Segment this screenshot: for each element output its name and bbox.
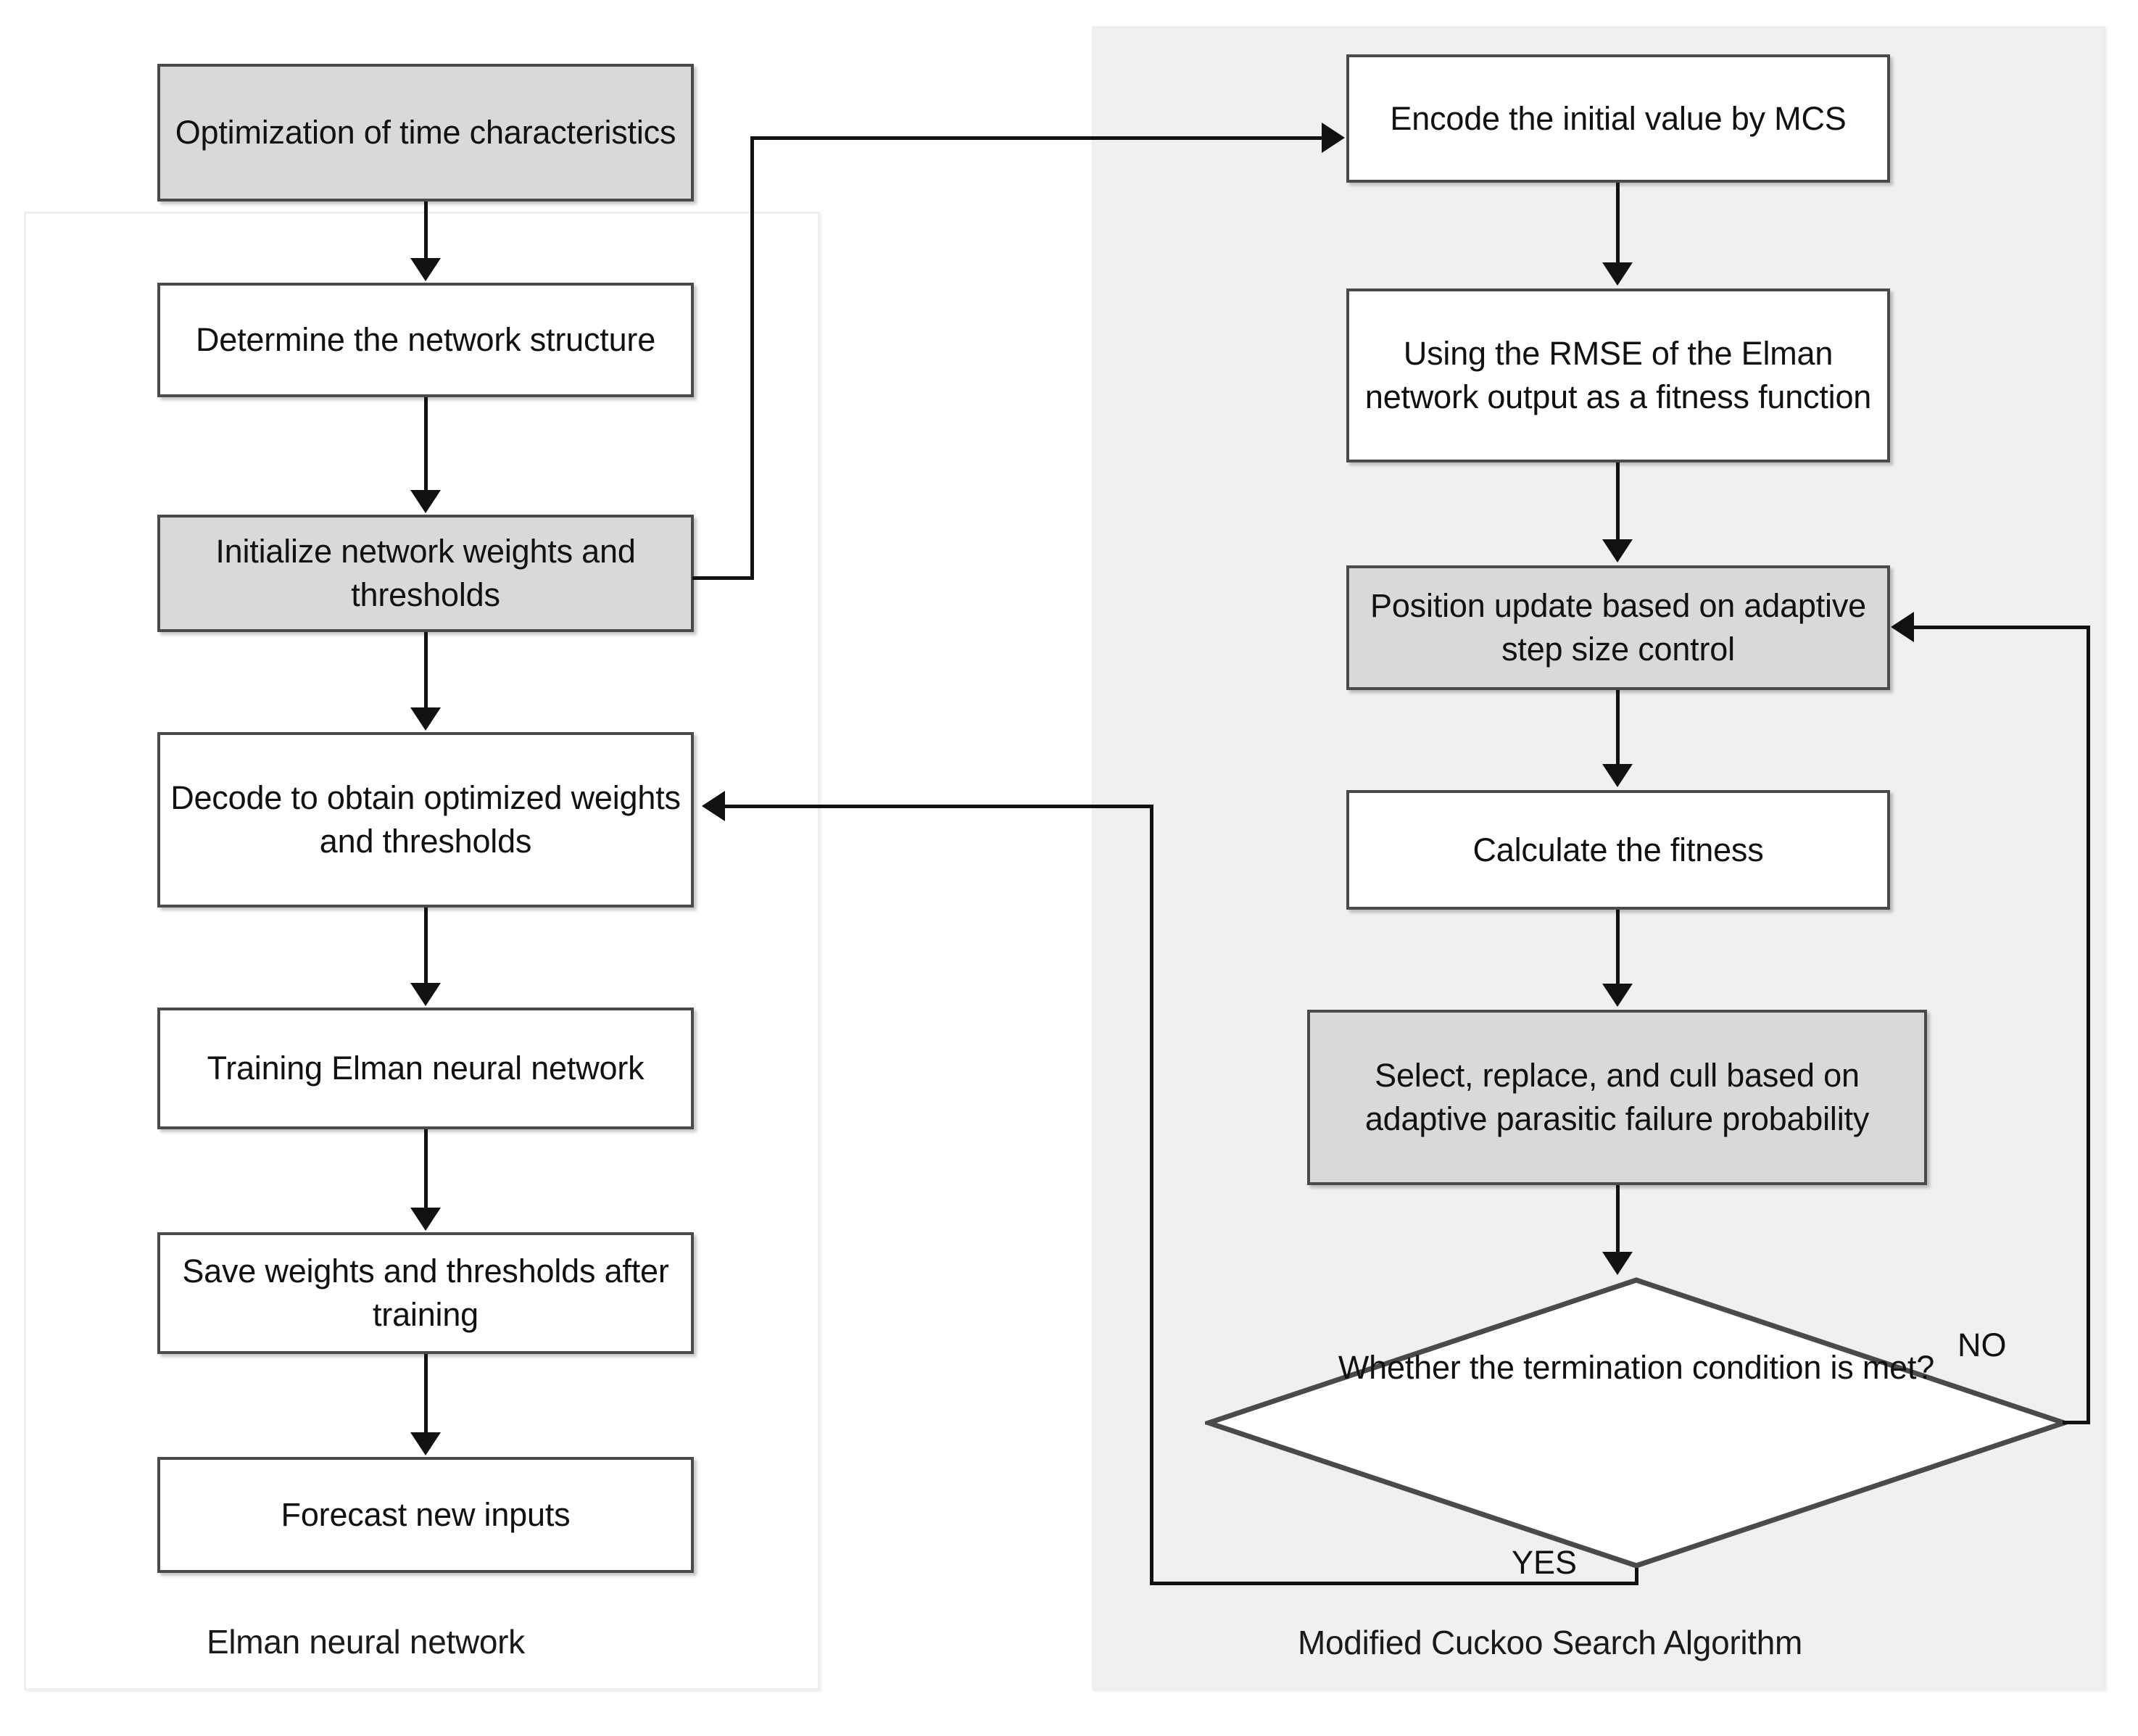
node-label: Using the RMSE of the Elman network outp… bbox=[1364, 335, 1872, 415]
node-position-update-adaptive-step-size[interactable]: Position update based on adaptive step s… bbox=[1346, 565, 1890, 690]
arrow-down-icon bbox=[410, 983, 441, 1006]
connector-line bbox=[750, 136, 1323, 140]
diamond-shape-icon bbox=[1205, 1277, 2068, 1569]
arrow-down-icon bbox=[1602, 984, 1633, 1007]
connector-line bbox=[750, 136, 754, 580]
node-decode-to-obtain-optimized-weights-and-thresholds[interactable]: Decode to obtain optimized weights and t… bbox=[157, 732, 694, 908]
node-select-replace-cull-adaptive-parasitic-failure-probability[interactable]: Select, replace, and cull based on adapt… bbox=[1307, 1010, 1927, 1185]
arrow-down-icon bbox=[1602, 262, 1633, 286]
arrow-right-icon bbox=[1322, 122, 1345, 153]
connector-line bbox=[1616, 690, 1620, 765]
arrow-down-icon bbox=[1602, 539, 1633, 562]
node-label: Optimization of time characteristics bbox=[175, 114, 676, 151]
node-forecast-new-inputs[interactable]: Forecast new inputs bbox=[157, 1457, 694, 1573]
connector-line bbox=[424, 1354, 428, 1434]
arrow-down-icon bbox=[1602, 1252, 1633, 1275]
node-whether-termination-condition-is-met[interactable]: Whether the termination condition is met… bbox=[1205, 1276, 2068, 1569]
connector-line bbox=[692, 576, 754, 580]
branch-label-no: NO bbox=[1957, 1326, 2007, 1363]
connector-line bbox=[424, 397, 428, 491]
node-training-elman-neural-network[interactable]: Training Elman neural network bbox=[157, 1008, 694, 1129]
node-determine-the-network-structure[interactable]: Determine the network structure bbox=[157, 283, 694, 397]
node-initialize-network-weights-and-thresholds[interactable]: Initialize network weights and threshold… bbox=[157, 515, 694, 632]
node-label: Initialize network weights and threshold… bbox=[215, 533, 636, 613]
arrow-down-icon bbox=[410, 707, 441, 731]
connector-line bbox=[1616, 910, 1620, 985]
arrow-down-icon bbox=[1602, 764, 1633, 787]
connector-line bbox=[424, 202, 428, 259]
node-label: Training Elman neural network bbox=[207, 1050, 645, 1087]
connector-line bbox=[1150, 805, 1153, 1585]
arrow-down-icon bbox=[410, 1208, 441, 1231]
connector-line bbox=[424, 632, 428, 709]
node-label: Calculate the fitness bbox=[1472, 831, 1764, 868]
node-label: Forecast new inputs bbox=[281, 1496, 571, 1534]
branch-label-yes: YES bbox=[1512, 1544, 1578, 1581]
connector-line bbox=[1616, 1185, 1620, 1253]
node-save-weights-and-thresholds-after-training[interactable]: Save weights and thresholds after traini… bbox=[157, 1232, 694, 1354]
connector-line bbox=[1616, 462, 1620, 541]
node-using-rmse-as-fitness-function[interactable]: Using the RMSE of the Elman network outp… bbox=[1346, 288, 1890, 462]
connector-line bbox=[1635, 1568, 1638, 1585]
connector-line bbox=[424, 908, 428, 984]
node-label: Save weights and thresholds after traini… bbox=[182, 1253, 669, 1333]
panel-caption-modified-cuckoo-search-algorithm: Modified Cuckoo Search Algorithm bbox=[1298, 1624, 1803, 1661]
node-label: Select, replace, and cull based on adapt… bbox=[1364, 1057, 1870, 1137]
node-label: Decode to obtain optimized weights and t… bbox=[170, 779, 681, 860]
arrow-down-icon bbox=[410, 258, 441, 281]
connector-line bbox=[2087, 626, 2090, 1424]
connector-line bbox=[424, 1129, 428, 1209]
node-calculate-the-fitness[interactable]: Calculate the fitness bbox=[1346, 790, 1890, 910]
connector-line bbox=[1616, 183, 1620, 264]
arrow-left-icon bbox=[1891, 612, 1914, 642]
node-label: Position update based on adaptive step s… bbox=[1370, 587, 1866, 668]
connector-line bbox=[2063, 1421, 2090, 1424]
node-optimization-of-time-characteristics[interactable]: Optimization of time characteristics bbox=[157, 64, 694, 202]
node-label: Whether the termination condition is met… bbox=[1338, 1349, 1935, 1386]
arrow-down-icon bbox=[410, 490, 441, 513]
connector-line bbox=[725, 805, 1153, 808]
panel-caption-elman-neural-network: Elman neural network bbox=[207, 1623, 525, 1661]
arrow-down-icon bbox=[410, 1432, 441, 1455]
node-label: Determine the network structure bbox=[195, 321, 656, 359]
connector-line bbox=[1914, 626, 2090, 629]
connector-line bbox=[1150, 1582, 1638, 1585]
node-encode-the-initial-value-by-mcs[interactable]: Encode the initial value by MCS bbox=[1346, 54, 1890, 183]
node-label: Encode the initial value by MCS bbox=[1390, 99, 1847, 137]
arrow-left-icon bbox=[702, 791, 725, 821]
